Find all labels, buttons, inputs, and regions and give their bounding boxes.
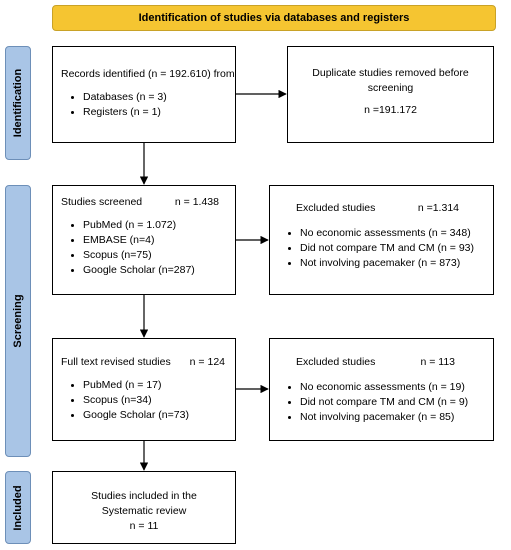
excluded-studies-box-2: Excluded studies n = 113 No economic ass…: [269, 338, 494, 441]
list-item: Did not compare TM and CM (n = 9): [278, 395, 485, 410]
list-item: Google Scholar (n=73): [61, 408, 227, 423]
list-item: Did not compare TM and CM (n = 93): [278, 241, 485, 256]
list-item: Scopus (n=34): [61, 393, 227, 408]
list-item: Scopus (n=75): [61, 248, 227, 263]
duplicates-line-1: Duplicate studies removed before: [312, 67, 469, 79]
duplicates-line-2: screening: [367, 82, 414, 94]
excluded-2-title: Excluded studies: [296, 356, 376, 368]
list-item: Google Scholar (n=287): [61, 263, 227, 278]
records-identified-title: Records identified (n = 192.610) from: [61, 68, 235, 80]
list-item: Not involving pacemaker (n = 85): [278, 410, 485, 425]
list-item: Registers (n = 1): [61, 105, 227, 120]
list-item: Databases (n = 3): [61, 90, 227, 105]
stage-screening: Screening: [5, 185, 31, 457]
duplicates-removed-box: Duplicate studies removed before screeni…: [287, 46, 494, 143]
excluded-2-list: No economic assessments (n = 19) Did not…: [278, 380, 485, 425]
studies-included-box: Studies included in the Systematic revie…: [52, 471, 236, 544]
studies-screened-title: Studies screened: [61, 196, 143, 208]
header-title: Identification of studies via databases …: [138, 12, 410, 24]
excluded-2-count: n = 113: [420, 356, 455, 368]
full-text-revised-box: Full text revised studies n = 124 PubMed…: [52, 338, 236, 441]
list-item: EMBASE (n=4): [61, 233, 227, 248]
stage-identification: Identification: [5, 46, 31, 160]
list-item: No economic assessments (n = 348): [278, 226, 485, 241]
excluded-studies-box-1: Excluded studies n =1.314 No economic as…: [269, 185, 494, 295]
list-item: Not involving pacemaker (n = 873): [278, 256, 485, 271]
studies-screened-box: Studies screened n = 1.438 PubMed (n = 1…: [52, 185, 236, 295]
records-identified-list: Databases (n = 3) Registers (n = 1): [61, 90, 227, 120]
duplicates-count: n =191.172: [364, 104, 417, 116]
full-text-list: PubMed (n = 17) Scopus (n=34) Google Sch…: [61, 378, 227, 423]
flow-header: Identification of studies via databases …: [52, 5, 496, 31]
full-text-title: Full text revised studies: [61, 356, 171, 368]
full-text-count: n = 124: [189, 356, 225, 368]
stage-included: Included: [5, 471, 31, 544]
studies-screened-list: PubMed (n = 1.072) EMBASE (n=4) Scopus (…: [61, 218, 227, 278]
list-item: No economic assessments (n = 19): [278, 380, 485, 395]
excluded-1-title: Excluded studies: [296, 202, 376, 214]
included-line-2: Systematic review: [101, 505, 187, 517]
excluded-1-count: n =1.314: [417, 202, 459, 214]
included-line-1: Studies included in the: [91, 490, 197, 502]
included-count: n = 11: [129, 520, 159, 532]
list-item: PubMed (n = 17): [61, 378, 227, 393]
studies-screened-count: n = 1.438: [174, 196, 219, 208]
excluded-1-list: No economic assessments (n = 348) Did no…: [278, 226, 485, 271]
records-identified-box: Records identified (n = 192.610) from Da…: [52, 46, 236, 143]
list-item: PubMed (n = 1.072): [61, 218, 227, 233]
